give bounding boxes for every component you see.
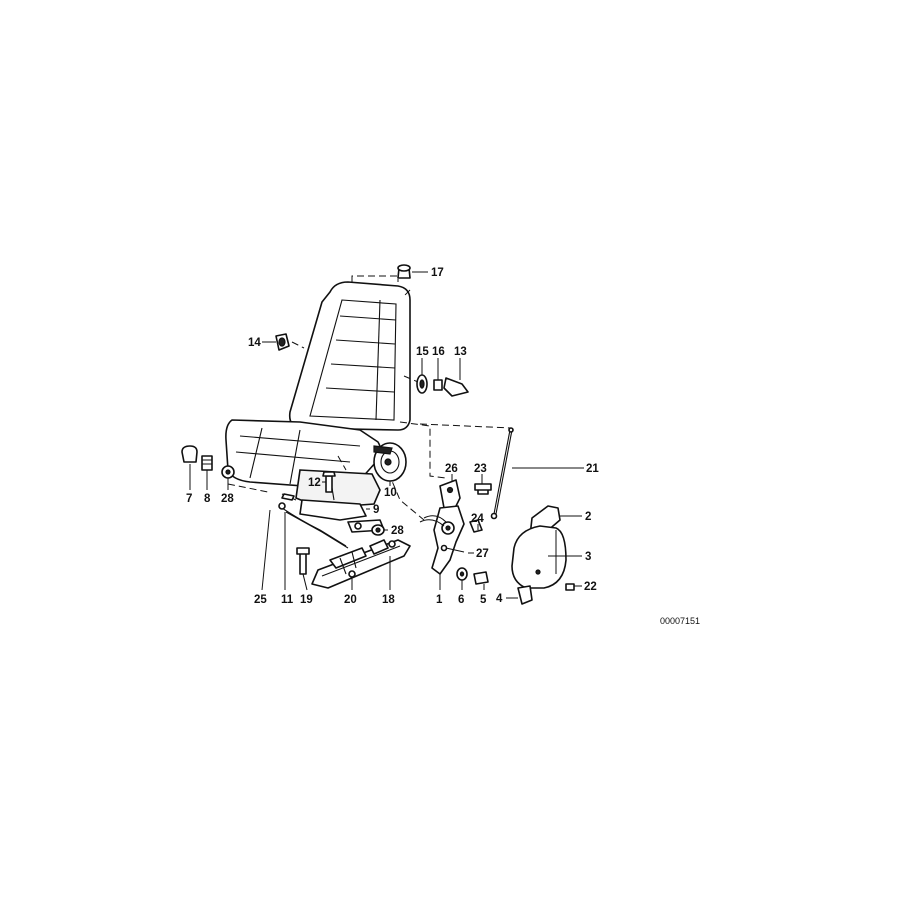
part-3-side-cover [511, 525, 567, 589]
part-4-lever-knob [517, 585, 533, 605]
leader-lines [189, 271, 584, 599]
part-24-spring [469, 519, 483, 533]
callout-14: 14 [248, 337, 261, 349]
part-17-guide-plug [397, 264, 411, 279]
part-14-knob [275, 333, 290, 351]
part-26-upper-hinge [439, 479, 461, 511]
callout-17: 17 [431, 267, 444, 279]
part-25-pin [281, 493, 295, 501]
callout-24: 24 [471, 513, 484, 525]
callout-19: 19 [300, 594, 313, 606]
part-28-nut-right [371, 524, 385, 536]
callout-25: 25 [254, 594, 267, 606]
callout-20: 20 [344, 594, 357, 606]
callout-7: 7 [186, 493, 192, 505]
part-1-hinge-plate [419, 505, 465, 575]
part-22-screw [565, 583, 575, 591]
callout-11: 11 [281, 594, 294, 606]
callout-28-right: 28 [391, 525, 404, 537]
part-27-link [440, 544, 465, 553]
callout-3: 3 [585, 551, 591, 563]
callout-18: 18 [382, 594, 395, 606]
part-15-bushing [416, 374, 428, 394]
callout-9: 9 [373, 504, 379, 516]
part-6-washer [456, 567, 468, 581]
seat-cushion [225, 419, 382, 521]
part-8-bolt [201, 455, 213, 471]
callout-6: 6 [458, 594, 464, 606]
part-13-lever-handle [443, 377, 469, 397]
callout-27: 27 [476, 548, 489, 560]
callout-5: 5 [480, 594, 487, 606]
part-28-nut-left [221, 465, 235, 479]
part-16-clip [433, 379, 443, 391]
part-21-cable [490, 427, 514, 520]
callout-21: 21 [586, 463, 599, 475]
callout-1: 1 [436, 594, 443, 606]
callout-labels: 17 14 15 16 13 7 8 28 12 10 9 28 25 11 1… [186, 267, 599, 606]
callout-12: 12 [308, 477, 321, 489]
callout-13: 13 [454, 346, 467, 358]
callout-16: 16 [432, 346, 445, 358]
part-10-recliner-disc [373, 442, 407, 482]
part-5-bolt [473, 571, 489, 585]
part-20-rail-slider [329, 547, 367, 578]
callout-23: 23 [474, 463, 487, 475]
part-19-bolt [296, 547, 310, 575]
callout-28-left: 28 [221, 493, 234, 505]
part-11-release-rod [278, 502, 349, 549]
part-23-bolt [474, 483, 492, 495]
callout-15: 15 [416, 346, 429, 358]
callout-26: 26 [445, 463, 458, 475]
catalog-number: 00007151 [660, 616, 700, 626]
seat-backrest [288, 281, 411, 431]
callout-8: 8 [204, 493, 211, 505]
callout-4: 4 [496, 593, 503, 605]
part-18-seat-rail [311, 539, 411, 589]
callout-2: 2 [585, 511, 591, 523]
part-7-cap [181, 445, 198, 463]
part-12-screw [322, 471, 336, 493]
callout-10: 10 [384, 487, 397, 499]
callout-22: 22 [584, 581, 597, 593]
